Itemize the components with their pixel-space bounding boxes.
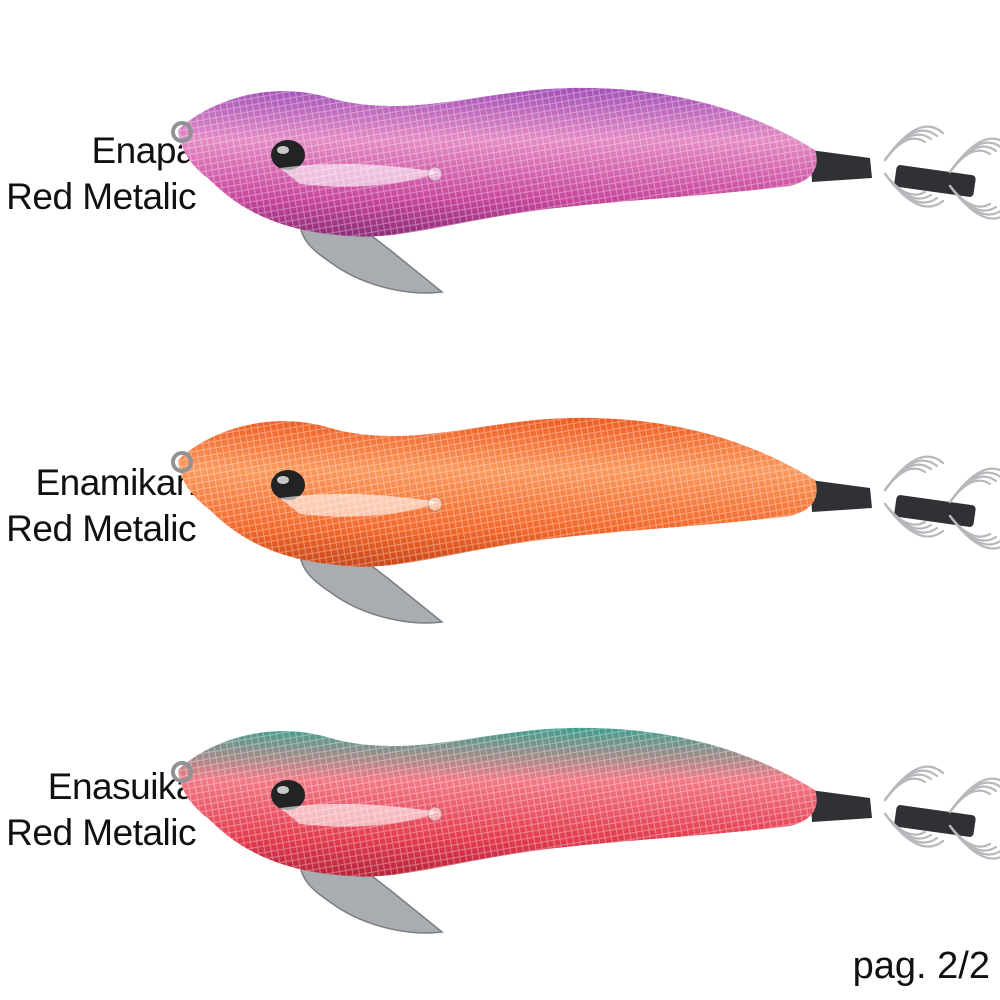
feather-icon xyxy=(280,803,440,827)
feather-icon xyxy=(280,163,440,187)
eye-icon xyxy=(271,470,305,500)
feather-icon xyxy=(280,493,440,517)
eye-icon xyxy=(271,140,305,170)
lure-finish: Red Metalic xyxy=(6,508,196,549)
jig-stem xyxy=(810,150,872,182)
lure-label: Enapa Red Metalic xyxy=(0,128,196,220)
line-eye-icon xyxy=(171,451,193,473)
lure-label: Enamikan Red Metalic xyxy=(0,460,196,552)
lure-label: Enasuika Red Metalic xyxy=(0,764,196,856)
hook-icon xyxy=(883,125,1000,220)
eye-icon xyxy=(271,780,305,810)
line-eye-icon xyxy=(171,761,193,783)
lure-enamikan: Enamikan Red Metalic xyxy=(0,330,1000,660)
squid-jig-icon xyxy=(171,727,1000,934)
hook-icon xyxy=(883,765,1000,860)
lure-enapa: Enapa Red Metalic xyxy=(0,0,1000,330)
jig-stem xyxy=(894,165,976,197)
squid-jig-icon xyxy=(171,417,1000,624)
jig-stem xyxy=(810,480,872,512)
line-eye-icon xyxy=(171,121,193,143)
lure-finish: Red Metalic xyxy=(6,812,196,853)
lure-name: Enamikan xyxy=(35,462,196,503)
lure-finish: Red Metalic xyxy=(6,176,196,217)
jig-stem xyxy=(894,495,976,527)
cloth-mesh xyxy=(178,87,817,237)
page-indicator: pag. 2/2 xyxy=(852,945,990,987)
hook-icon xyxy=(883,455,1000,550)
lure-enasuika: Enasuika Red Metalic xyxy=(0,640,1000,970)
lure-name: Enapa xyxy=(91,130,197,171)
jig-stem xyxy=(894,805,976,837)
jig-stem xyxy=(810,790,872,822)
cloth-mesh xyxy=(178,727,817,877)
cloth-mesh xyxy=(178,417,817,567)
squid-jig-icon xyxy=(171,87,1000,294)
